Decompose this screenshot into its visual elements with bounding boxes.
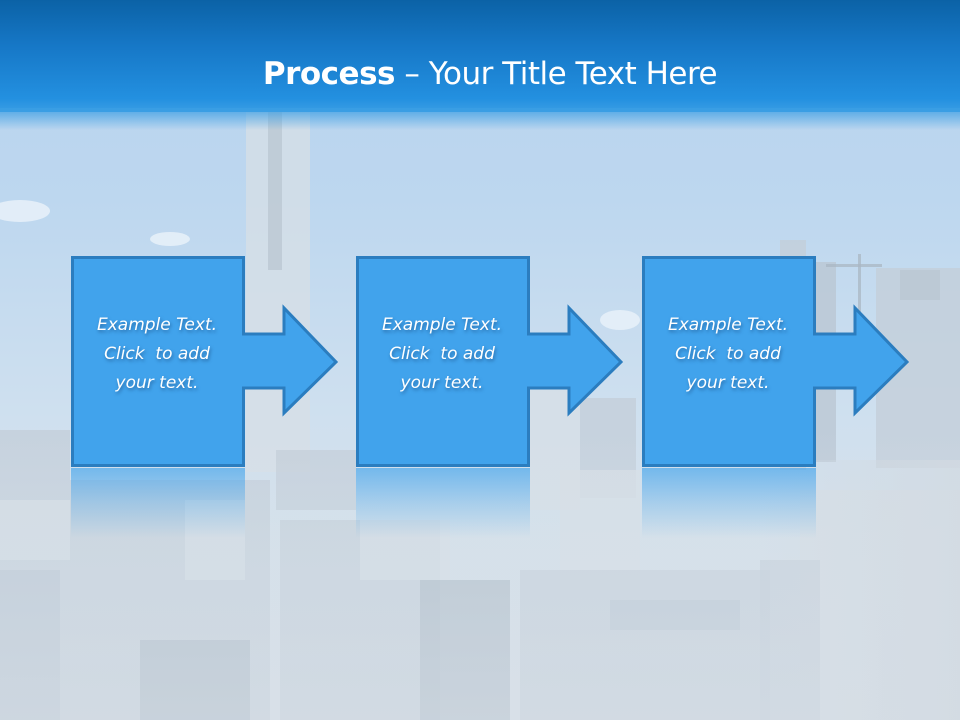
process-step-2[interactable]: Example Text. Click to add your text.: [356, 256, 626, 468]
step-2-line-2: Click to add: [389, 344, 495, 364]
step-3-line-2: Click to add: [675, 344, 781, 364]
title-bar-fade: [0, 108, 960, 130]
step-1-line-3: your text.: [115, 373, 199, 393]
process-step-3[interactable]: Example Text. Click to add your text.: [642, 256, 912, 468]
step-1-text: Example Text. Click to add your text.: [71, 311, 243, 398]
title-bar: [0, 0, 960, 112]
step-1-line-1: Example Text.: [96, 315, 218, 335]
step-2-line-1: Example Text.: [381, 315, 503, 335]
slide-title[interactable]: Process – Your Title Text Here: [0, 52, 960, 96]
step-3-line-3: your text.: [686, 373, 770, 393]
step-2-reflection: [356, 468, 530, 538]
step-1-reflection: [71, 468, 245, 538]
box-arrow-shape-icon: [642, 256, 910, 467]
step-1-line-2: Click to add: [104, 344, 210, 364]
title-rest-part: – Your Title Text Here: [395, 56, 718, 92]
process-step-1[interactable]: Example Text. Click to add your text.: [71, 256, 341, 468]
title-bold-part: Process: [262, 56, 396, 92]
step-2-text: Example Text. Click to add your text.: [356, 311, 528, 398]
step-3-line-1: Example Text.: [667, 315, 789, 335]
box-arrow-shape-icon: [356, 256, 624, 467]
step-3-reflection: [642, 468, 816, 538]
box-arrow-shape-icon: [71, 256, 339, 467]
step-3-text: Example Text. Click to add your text.: [642, 311, 814, 398]
step-2-line-3: your text.: [400, 373, 484, 393]
